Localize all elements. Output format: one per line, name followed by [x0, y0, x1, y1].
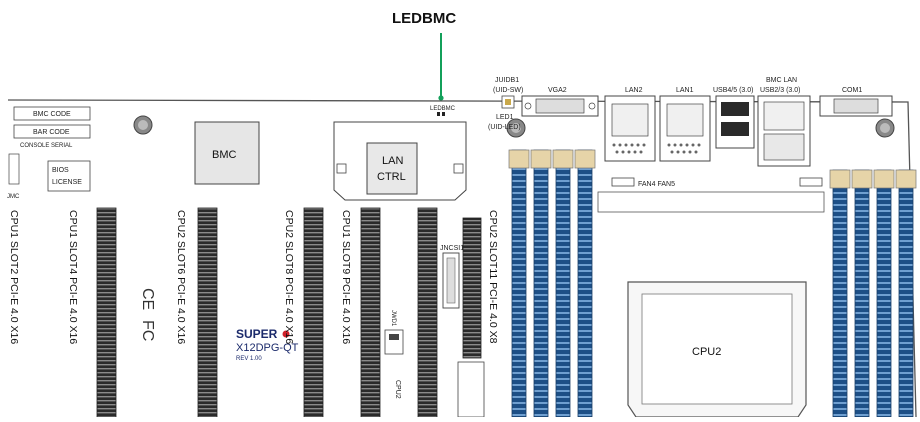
lan1-label: LAN1	[676, 87, 694, 94]
mounting-hole-1	[133, 115, 153, 135]
jwd1-header	[384, 329, 404, 355]
pcie-slot-4	[96, 207, 117, 418]
slot6-label: CPU2 SLOT6 PCI-E 4.0 X16	[175, 210, 187, 344]
jwd1-label: JWD1	[390, 310, 396, 327]
lan2-pins	[612, 143, 646, 154]
heatsink-pin-right	[453, 163, 464, 174]
jwd1-pins	[389, 334, 399, 340]
fan4-header	[611, 177, 635, 187]
model-label: X12DPG-QT	[236, 342, 299, 354]
bmc-lan-label-2: USB2/3 (3.0)	[760, 87, 800, 94]
dimm-slots-left	[508, 149, 596, 418]
fan5-header	[799, 177, 823, 187]
ledbmc-small-label: LEDBMC	[430, 106, 456, 112]
pcie-slot-8	[303, 207, 324, 418]
usb5-slot	[721, 122, 749, 136]
led1-label-2: (UID-LED)	[488, 124, 521, 131]
bmc-code-label: BMC CODE	[33, 111, 71, 118]
slot8-label: CPU2 SLOT8 PCI-E 4.0 X16	[283, 210, 295, 344]
dimm-slots-right	[829, 169, 917, 418]
lan2-label: LAN2	[625, 87, 643, 94]
cpu2-label: CPU2	[692, 346, 721, 358]
dimm-divider-bar	[597, 191, 825, 213]
bar-code-box	[13, 124, 91, 139]
ce-mark: CE	[139, 288, 156, 310]
fan4-fan5-label: FAN4 FAN5	[638, 181, 675, 188]
ledbmc-led-2	[442, 112, 445, 116]
usb4-slot	[721, 102, 749, 116]
mounting-hole-3	[875, 118, 895, 138]
ledbmc-led	[437, 112, 440, 116]
cpu2-socket-inner	[641, 293, 793, 405]
callout-title: LEDBMC	[392, 10, 456, 27]
com1-label: COM1	[842, 87, 862, 94]
slot4-label: CPU1 SLOT4 PCI-E 4.0 X16	[67, 210, 79, 344]
juidb1-label-1: JUIDB1	[495, 77, 519, 84]
mounting-hole-2	[506, 118, 526, 138]
vga2-connector	[535, 98, 585, 114]
slot2-label: CPU1 SLOT2 PCI-E 4.0 X16	[8, 210, 20, 344]
jncsi1-pins	[446, 257, 456, 304]
vga2-label: VGA2	[548, 87, 567, 94]
pcie-slot-11-a	[417, 207, 438, 418]
uid-switch-cap	[505, 99, 511, 105]
bmc-lan-label-1: BMC LAN	[766, 77, 797, 84]
brand-logo-dot	[282, 330, 290, 338]
bmc-chip	[194, 121, 260, 185]
com1-connector	[833, 98, 879, 114]
bottom-connector	[457, 361, 485, 418]
juidb1-label-2: (UID-SW)	[493, 87, 523, 94]
bmc-lan-jack	[763, 101, 805, 131]
bar-code-label: BAR CODE	[33, 129, 70, 136]
fc-mark: FC	[139, 320, 156, 341]
led1-label-1: LED1	[496, 114, 514, 121]
slot11-label: CPU2 SLOT11 PCI-E 4.0 X8	[487, 210, 499, 344]
slot9-label: CPU1 SLOT9 PCI-E 4.0 X16	[340, 210, 352, 344]
usb45-label: USB4/5 (3.0)	[713, 87, 753, 94]
lan1-jack	[666, 103, 704, 137]
bmc-chip-label: BMC	[212, 149, 237, 161]
lan-ctrl-label-2: CTRL	[377, 171, 406, 183]
brand-logo: SUPER	[236, 327, 278, 341]
console-serial-label: CONSOLE SERIAL	[20, 143, 73, 149]
lan2-jack	[611, 103, 649, 137]
vga2-screw-left	[524, 102, 532, 110]
vga2-screw-right	[588, 102, 596, 110]
callout-dot	[438, 95, 444, 101]
bios-license-line1: BIOS	[52, 167, 69, 174]
left-edge-header	[8, 153, 20, 185]
bmc-code-box	[13, 106, 91, 121]
jncsi1-label: JNCSI1	[440, 245, 464, 252]
bios-license-box	[47, 160, 91, 192]
bmc-usb-block	[763, 133, 805, 161]
lan-ctrl-label-1: LAN	[382, 155, 403, 167]
cpu2-bottom-label: CPU2	[394, 380, 401, 399]
rev-label: REV 1.00	[236, 356, 262, 362]
left-edge-small-label: JMC	[7, 194, 20, 200]
pcie-slot-6	[197, 207, 218, 418]
pcie-slot-9	[360, 207, 381, 418]
lan1-pins	[667, 143, 701, 154]
lan-ctrl-chip	[366, 142, 418, 195]
pcie-slot-11-b	[462, 217, 482, 359]
heatsink-pin-left	[336, 163, 347, 174]
bios-license-line2: LICENSE	[52, 179, 82, 186]
